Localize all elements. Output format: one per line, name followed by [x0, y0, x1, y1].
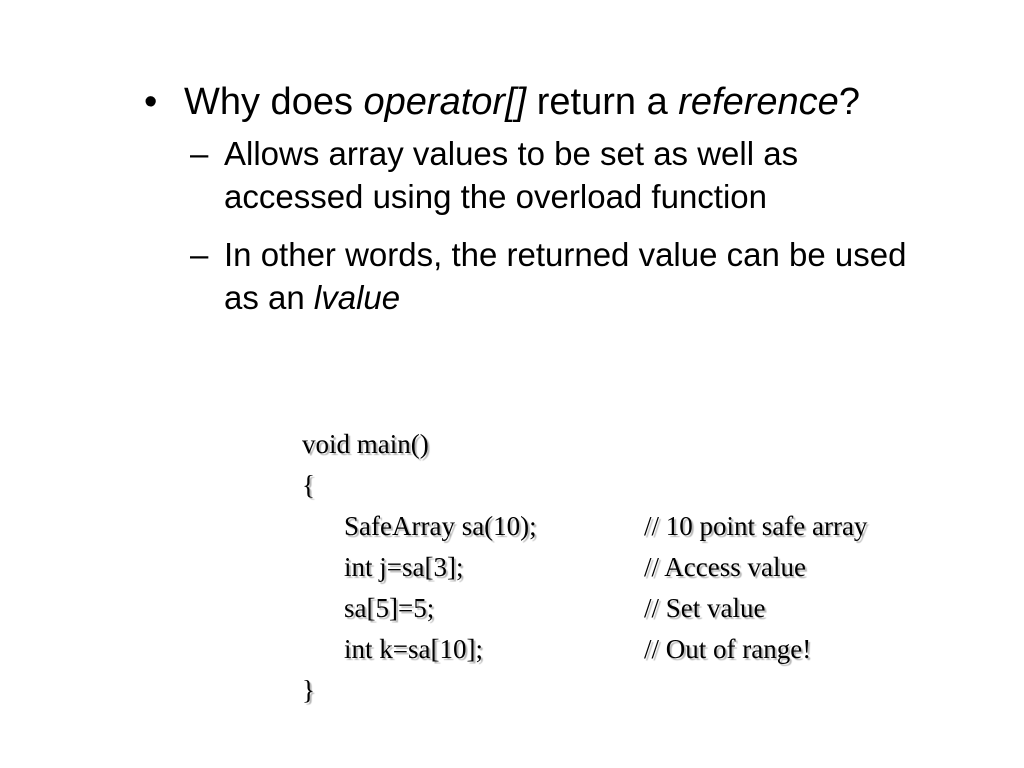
- dash-icon: –: [190, 236, 209, 273]
- code-statement: int k=sa[10];: [344, 634, 483, 664]
- operator-term: operator[]: [363, 81, 527, 123]
- code-line: SafeArray sa(10); // 10 point safe array: [302, 506, 867, 547]
- sub-bullet-2: – In other words, the returned value can…: [190, 233, 1000, 319]
- sub-bullet-text: Allows array values to be set as well as…: [224, 135, 799, 215]
- main-bullet-text: Why does operator[] return a reference?: [184, 81, 860, 123]
- reference-term: reference: [678, 81, 839, 123]
- bullet-dot-icon: •: [144, 81, 158, 123]
- code-block: void main() { SafeArray sa(10); // 10 poi…: [302, 424, 867, 711]
- code-line: int k=sa[10]; // Out of range!: [302, 629, 867, 670]
- code-open-brace: {: [302, 470, 315, 500]
- code-comment: // Out of range!: [644, 634, 812, 664]
- code-statement: sa[5]=5;: [344, 593, 435, 623]
- code-header: void main(): [302, 429, 429, 459]
- code-comment: // Set value: [644, 593, 766, 623]
- code-statement: int j=sa[3];: [344, 552, 464, 582]
- code-close-brace: }: [302, 675, 315, 705]
- main-bullet: • Why does operator[] return a reference…: [140, 78, 1000, 126]
- dash-icon: –: [190, 135, 209, 172]
- lvalue-term: lvalue: [313, 279, 401, 316]
- sub-bullet-1: – Allows array values to be set as well …: [190, 132, 1000, 218]
- code-comment: // Access value: [644, 552, 806, 582]
- bullet-list: • Why does operator[] return a reference…: [140, 78, 1000, 334]
- sub-bullet-text: In other words, the returned value can b…: [224, 236, 907, 316]
- code-statement: SafeArray sa(10);: [344, 511, 537, 541]
- code-line: int j=sa[3]; // Access value: [302, 547, 867, 588]
- code-comment: // 10 point safe array: [644, 511, 868, 541]
- code-line: sa[5]=5; // Set value: [302, 588, 867, 629]
- sub-bullet-list: – Allows array values to be set as well …: [190, 132, 1000, 319]
